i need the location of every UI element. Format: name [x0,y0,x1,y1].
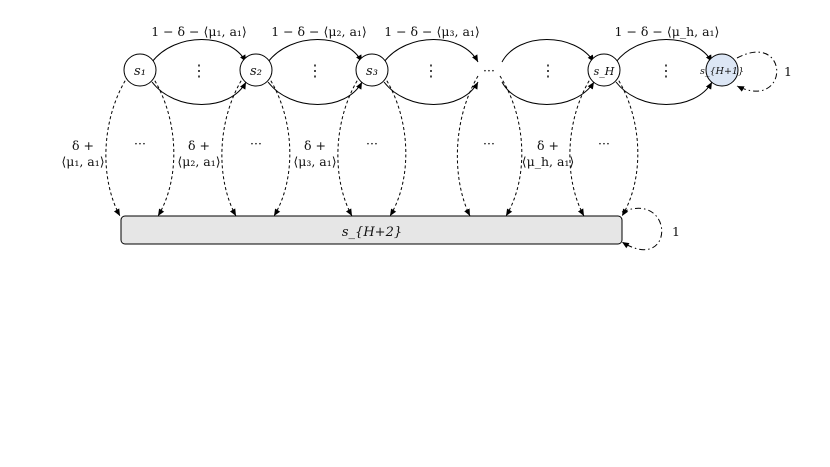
state-s1 [123,53,157,87]
down-s1-right [151,75,175,217]
down-label-2-top: δ + [188,138,210,153]
arc-bot-s3-dots [383,81,479,105]
ellipsis-mid-3: ··· [366,136,378,151]
self-loop-label-sH1: 1 [784,64,792,79]
down-s3-left [337,75,361,217]
state-nodes [123,53,739,87]
label-s3: s₃ [366,64,378,79]
self-loops [621,51,778,250]
forward-label-1: 1 − δ − ⟨μ₁, a₁⟩ [151,24,247,39]
label-s1: s₁ [134,64,146,79]
down-s2-left [221,75,245,217]
vdots-4: ⋮ [540,61,556,80]
self-loop-label-sH2: 1 [672,224,680,239]
forward-label-3: 1 − δ − ⟨μ₃, a₁⟩ [384,24,480,39]
down-label-2-bottom: ⟨μ₂, a₁⟩ [177,154,220,169]
arc-top-sH-sH1 [615,39,713,63]
state-s2 [239,53,273,87]
arc-top-s1-s2 [151,39,247,63]
down-label-3-bottom: ⟨μ₃, a₁⟩ [293,154,336,169]
state-sH [587,53,621,87]
ellipsis-mid-1: ··· [134,136,146,151]
forward-label-h: 1 − δ − ⟨μ_h, a₁⟩ [615,24,720,39]
down-s2-right [267,75,291,217]
down-label-h-top: δ + [537,138,559,153]
down-s1-left [105,75,129,217]
ellipsis-mid-5: ··· [598,136,610,151]
arc-bot-s2-s3 [267,81,363,105]
forward-arcs-bottom [151,81,713,105]
label-sH2: s_{H+2} [342,225,402,240]
down-label-1-bottom: ⟨μ₁, a₁⟩ [61,154,104,169]
down-sH-left [569,75,593,217]
arc-bot-sH-sH1 [615,81,713,105]
ellipsis-top: ··· [483,63,495,78]
down-sH-right [615,75,639,217]
state-s3 [355,53,389,87]
absorbing-state-bar [120,215,623,245]
self-loop-sH1 [736,51,778,92]
label-s2: s₂ [250,64,262,79]
arc-bot-s1-s2 [151,81,247,105]
self-loop-sH2 [621,207,663,250]
down-arcs [105,75,639,217]
forward-label-2: 1 − δ − ⟨μ₂, a₁⟩ [271,24,367,39]
down-dots-left [456,75,479,217]
down-dots-right [499,75,523,217]
vdots-3: ⋮ [423,61,439,80]
label-sH1: s_{H+1} [700,66,744,77]
down-label-3-top: δ + [304,138,326,153]
label-sH: s_H [594,65,615,78]
arc-top-s2-s3 [267,39,363,63]
arc-bot-dots-sH [501,81,595,105]
arc-top-dots-sH [501,39,595,63]
ellipsis-mid-2: ··· [250,136,262,151]
down-label-h-bottom: ⟨μ_h, a₁⟩ [522,154,575,169]
arc-top-s3-dots [383,39,479,63]
down-s3-right [383,75,407,217]
ellipsis-mid-4: ··· [483,136,495,151]
down-label-1-top: δ + [72,138,94,153]
vdots-5: ⋮ [658,61,674,80]
forward-arcs-top [151,39,713,63]
state-sH1 [705,53,739,87]
vdots-1: ⋮ [191,61,207,80]
vdots-2: ⋮ [307,61,323,80]
